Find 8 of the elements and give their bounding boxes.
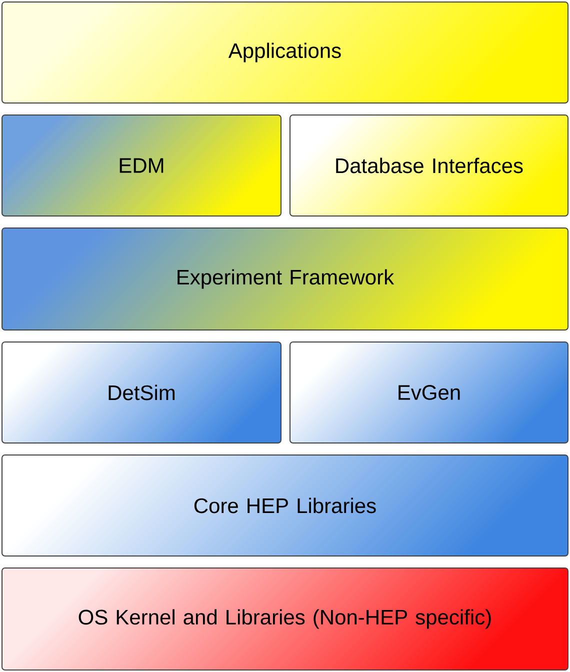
layer-box: EDM <box>2 114 282 216</box>
layer-box: Database Interfaces <box>290 114 568 216</box>
layer-box: EvGen <box>290 342 568 444</box>
layer-box: DetSim <box>2 342 282 444</box>
layer-box: OS Kernel and Libraries (Non-HEP specific) <box>2 568 568 670</box>
layer-box: Core HEP Libraries <box>2 454 568 556</box>
layer-box: Experiment Framework <box>2 228 568 330</box>
layer-box: Applications <box>2 2 568 104</box>
